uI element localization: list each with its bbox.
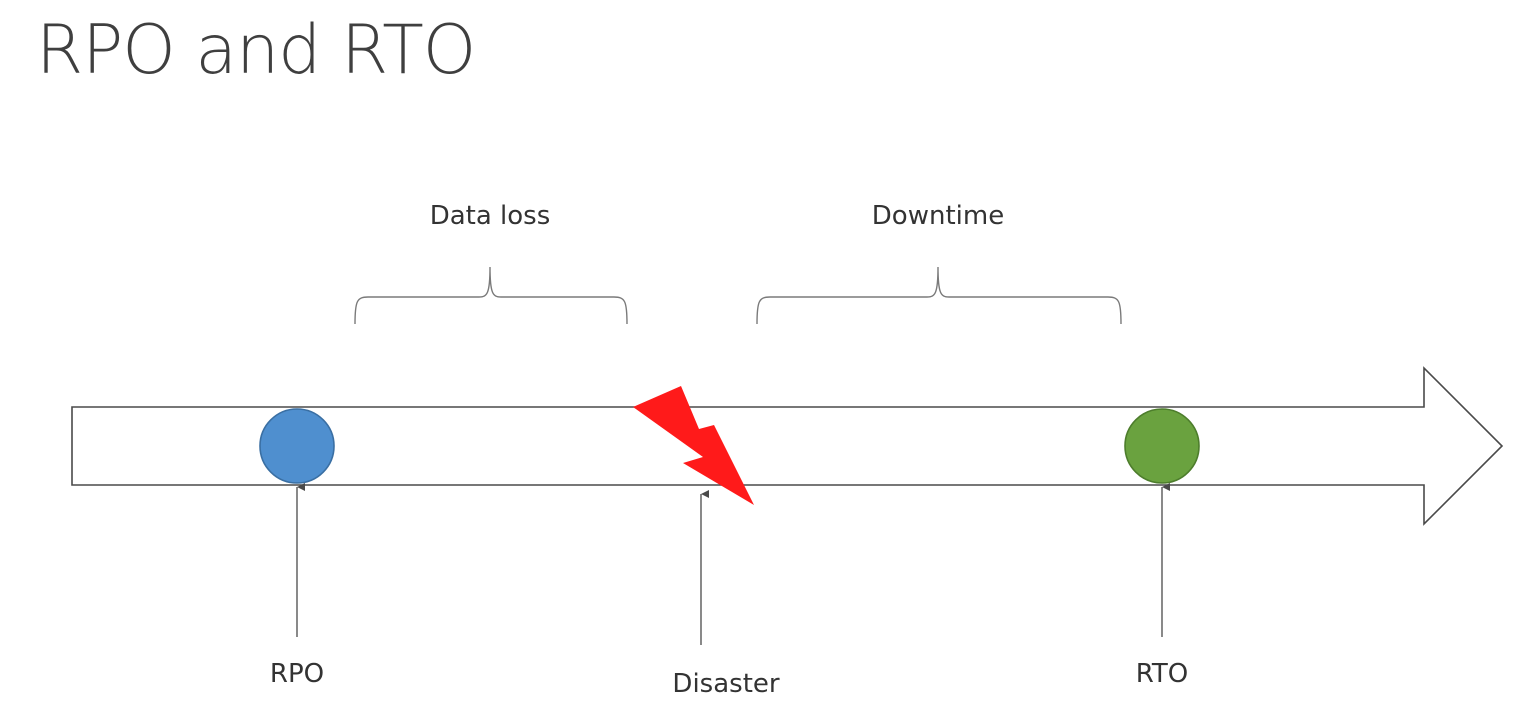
slide-title: RPO and RTO xyxy=(36,11,476,90)
data-loss-brace xyxy=(354,266,628,325)
data-loss-label: Data loss xyxy=(430,201,551,231)
lightning-bolt-icon xyxy=(633,386,754,505)
rpo-marker xyxy=(259,408,335,484)
rto-marker xyxy=(1124,408,1200,484)
downtime-label: Downtime xyxy=(872,201,1004,231)
disaster-label: Disaster xyxy=(672,669,779,699)
rto-label: RTO xyxy=(1136,659,1189,689)
downtime-brace xyxy=(756,266,1122,325)
rpo-label: RPO xyxy=(270,659,324,689)
